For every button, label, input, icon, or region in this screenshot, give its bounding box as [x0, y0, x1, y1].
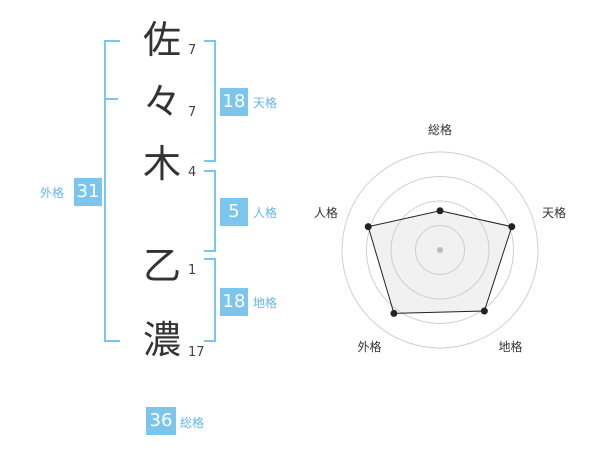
- radar-axis-label-5: 人格: [314, 205, 338, 220]
- radar-axis-label-3: 地格: [499, 339, 523, 354]
- gaikaku-label: 外格: [40, 186, 65, 200]
- tenkaku-label: 天格: [253, 96, 278, 110]
- gaikaku-bracket-tick: [106, 98, 118, 100]
- stroke-count-4: 1: [188, 263, 197, 278]
- radar-axis-label-4: 外格: [357, 339, 381, 354]
- soukaku-label: 総格: [180, 416, 205, 430]
- tenkaku-value: 18: [220, 88, 248, 116]
- radar-point-2: [508, 223, 516, 231]
- chikaku-label: 地格: [253, 296, 278, 310]
- gaikaku-value: 31: [74, 178, 102, 206]
- jinkaku-value: 5: [220, 198, 248, 226]
- stroke-count-5: 17: [188, 345, 205, 360]
- radar-point-4: [390, 309, 398, 317]
- radar-point-5: [364, 223, 372, 231]
- radar-series-polygon: [367, 210, 513, 314]
- soukaku-value: 36: [146, 407, 176, 435]
- tenkaku-bracket: [204, 40, 216, 162]
- radar-point-3: [480, 307, 488, 315]
- radar-center-dot: [437, 247, 443, 253]
- stroke-count-1: 7: [188, 43, 197, 58]
- chikaku-bracket: [204, 258, 216, 342]
- name-char-2: 々: [142, 80, 181, 124]
- radar-ring: [366, 176, 514, 324]
- jinkaku-bracket: [204, 170, 216, 252]
- stroke-count-2: 7: [188, 105, 197, 120]
- name-char-4: 乙: [142, 244, 181, 288]
- radar-axis-label-2: 天格: [542, 205, 566, 220]
- radar-ring: [415, 225, 465, 275]
- radar-axis-label-1: 総格: [428, 122, 452, 137]
- name-char-3: 木: [142, 142, 181, 186]
- name-char-1: 佐: [142, 18, 181, 62]
- gaikaku-bracket: [104, 40, 120, 342]
- jinkaku-label: 人格: [253, 206, 278, 220]
- name-char-5: 濃: [142, 318, 181, 362]
- radar-ring: [390, 200, 490, 300]
- chikaku-value: 18: [220, 288, 248, 316]
- stroke-count-3: 4: [188, 165, 197, 180]
- radar-point-1: [436, 207, 444, 215]
- radar-ring: [341, 151, 539, 349]
